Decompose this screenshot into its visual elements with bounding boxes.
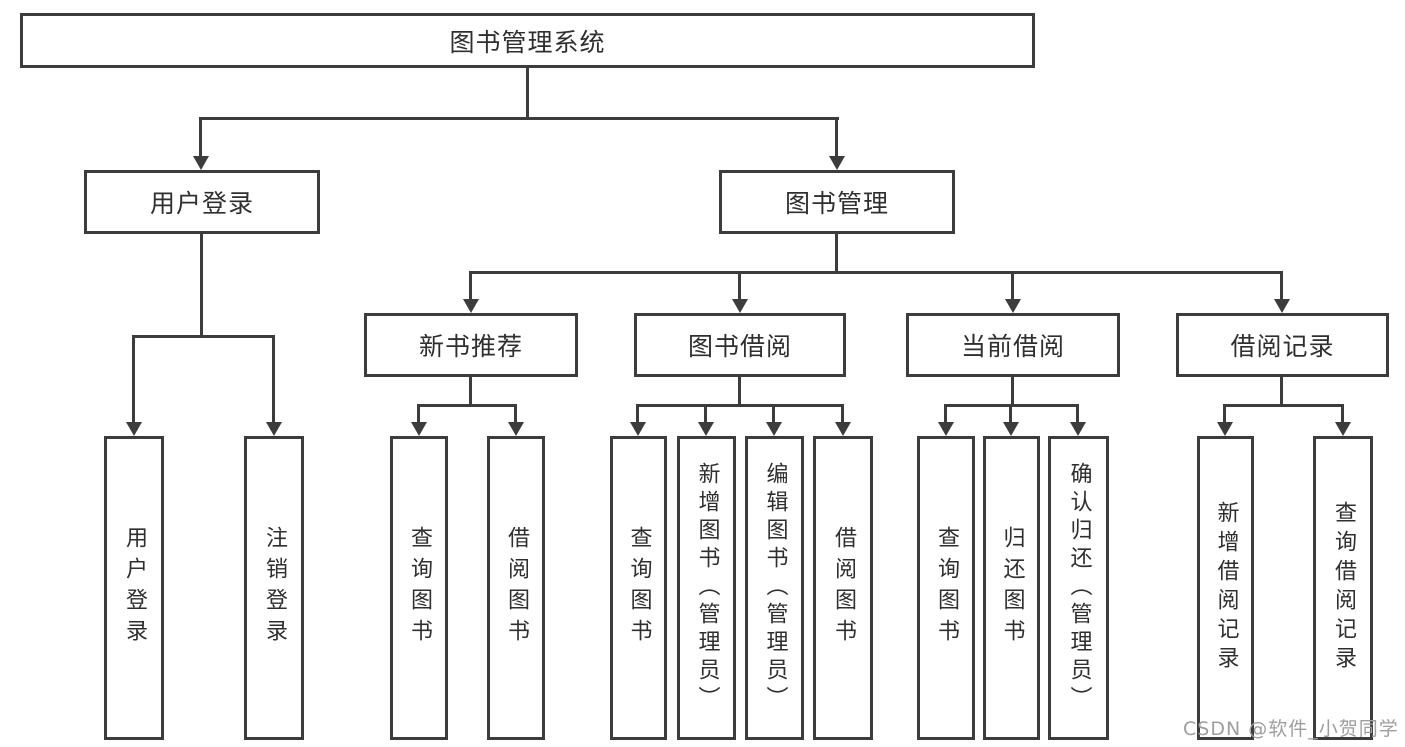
connector-stem [514, 404, 517, 424]
leaf-newbook-borrow: 借阅图书 [487, 436, 545, 740]
connector-stem-leaf-logout [272, 335, 275, 424]
node-book-mgmt-branch: 图书管理 [719, 170, 955, 234]
node-user-login-branch: 用户登录 [84, 170, 320, 234]
connector-stem-leaf-login [132, 335, 135, 424]
leaf-current-confirm-label: 确认归还（管理员） [1066, 462, 1092, 714]
node-book-borrow: 图书借阅 [634, 313, 846, 377]
connector-new-book-stub [469, 375, 472, 406]
leaf-record-add: 新增借阅记录 [1197, 436, 1254, 740]
arrow-down-icon [1335, 422, 1351, 436]
arrow-down-icon [698, 422, 714, 436]
arrow-down-icon [266, 422, 282, 436]
connector-book-borrow-rail [637, 404, 844, 407]
leaf-borrow-add-label: 新增图书（管理员） [694, 462, 720, 714]
connector-book-mgmt-stub [835, 232, 838, 274]
leaf-record-query-label: 查询借阅记录 [1331, 501, 1356, 675]
leaf-borrow-edit-label: 编辑图书（管理员） [762, 462, 788, 714]
connector-level2-rail [470, 271, 1283, 274]
node-new-book-rec: 新书推荐 [364, 313, 578, 377]
connector-stem [1009, 404, 1012, 424]
connector-stem-current-borrow [1011, 271, 1014, 301]
connector-book-borrow-stub [738, 375, 741, 406]
connector-current-borrow-stub [1011, 375, 1014, 406]
connector-stem-book-borrow [738, 271, 741, 301]
arrow-down-icon [1274, 299, 1290, 313]
connector-stem-borrow-record [1280, 271, 1283, 301]
node-root: 图书管理系统 [20, 13, 1035, 68]
connector-stem [1076, 404, 1079, 424]
connector-stem [944, 404, 947, 424]
connector-borrow-record-rail [1224, 404, 1344, 407]
leaf-borrow-borrow-label: 借阅图书 [831, 526, 856, 650]
connector-root-stub [526, 66, 529, 118]
node-current-borrow-label: 当前借阅 [960, 332, 1065, 361]
leaf-borrow-edit: 编辑图书（管理员） [745, 436, 804, 740]
leaf-borrow-query: 查询图书 [610, 436, 667, 740]
leaf-newbook-query-label: 查询图书 [407, 526, 432, 650]
node-book-borrow-label: 图书借阅 [687, 332, 792, 361]
arrow-down-icon [1005, 299, 1021, 313]
connector-stem [1223, 404, 1226, 424]
node-root-label: 图书管理系统 [449, 27, 606, 57]
connector-stem [841, 404, 844, 424]
leaf-logout-label: 注销登录 [262, 526, 287, 650]
connector-user-login-rail [133, 335, 275, 338]
node-current-borrow: 当前借阅 [906, 313, 1120, 377]
connector-stem-new-book [469, 271, 472, 301]
csdn-watermark: CSDN @软件_小贺同学 [1183, 718, 1399, 740]
leaf-user-login: 用户登录 [104, 436, 164, 740]
connector-user-login-stub [200, 232, 203, 337]
leaf-current-query: 查询图书 [917, 436, 975, 740]
leaf-newbook-borrow-label: 借阅图书 [504, 526, 529, 650]
connector-stem [417, 404, 420, 424]
leaf-user-login-label: 用户登录 [122, 526, 147, 650]
connector-stem [636, 404, 639, 424]
arrow-down-icon [829, 156, 845, 170]
arrow-down-icon [1070, 422, 1086, 436]
leaf-borrow-borrow: 借阅图书 [813, 436, 873, 740]
connector-current-borrow-rail [945, 404, 1079, 407]
node-new-book-rec-label: 新书推荐 [418, 332, 523, 361]
node-book-mgmt-branch-label: 图书管理 [784, 189, 889, 218]
arrow-down-icon [411, 422, 427, 436]
leaf-current-confirm: 确认归还（管理员） [1048, 436, 1109, 740]
node-user-login-branch-label: 用户登录 [149, 189, 254, 218]
arrow-down-icon [732, 299, 748, 313]
arrow-down-icon [508, 422, 524, 436]
leaf-current-query-label: 查询图书 [934, 526, 959, 650]
arrow-down-icon [126, 422, 142, 436]
leaf-record-add-label: 新增借阅记录 [1213, 501, 1239, 675]
connector-new-book-rail [418, 404, 517, 407]
leaf-current-return-label: 归还图书 [999, 526, 1025, 650]
connector-stem-book-mgmt [835, 117, 838, 157]
connector-borrow-record-stub [1280, 375, 1283, 406]
leaf-logout: 注销登录 [244, 436, 304, 740]
leaf-current-return: 归还图书 [983, 436, 1040, 740]
arrow-down-icon [193, 156, 209, 170]
connector-stem [704, 404, 707, 424]
node-borrow-record-label: 借阅记录 [1230, 332, 1335, 361]
connector-level1-rail [200, 117, 839, 120]
leaf-newbook-query: 查询图书 [390, 436, 448, 740]
arrow-down-icon [630, 422, 646, 436]
connector-stem [1341, 404, 1344, 424]
leaf-record-query: 查询借阅记录 [1313, 436, 1373, 740]
arrow-down-icon [463, 299, 479, 313]
arrow-down-icon [835, 422, 851, 436]
arrow-down-icon [1003, 422, 1019, 436]
leaf-borrow-query-label: 查询图书 [626, 526, 652, 650]
connector-stem-user-login [199, 117, 202, 157]
node-borrow-record: 借阅记录 [1176, 313, 1389, 377]
leaf-borrow-add: 新增图书（管理员） [677, 436, 736, 740]
arrow-down-icon [766, 422, 782, 436]
arrow-down-icon [938, 422, 954, 436]
connector-stem [772, 404, 775, 424]
arrow-down-icon [1217, 422, 1233, 436]
